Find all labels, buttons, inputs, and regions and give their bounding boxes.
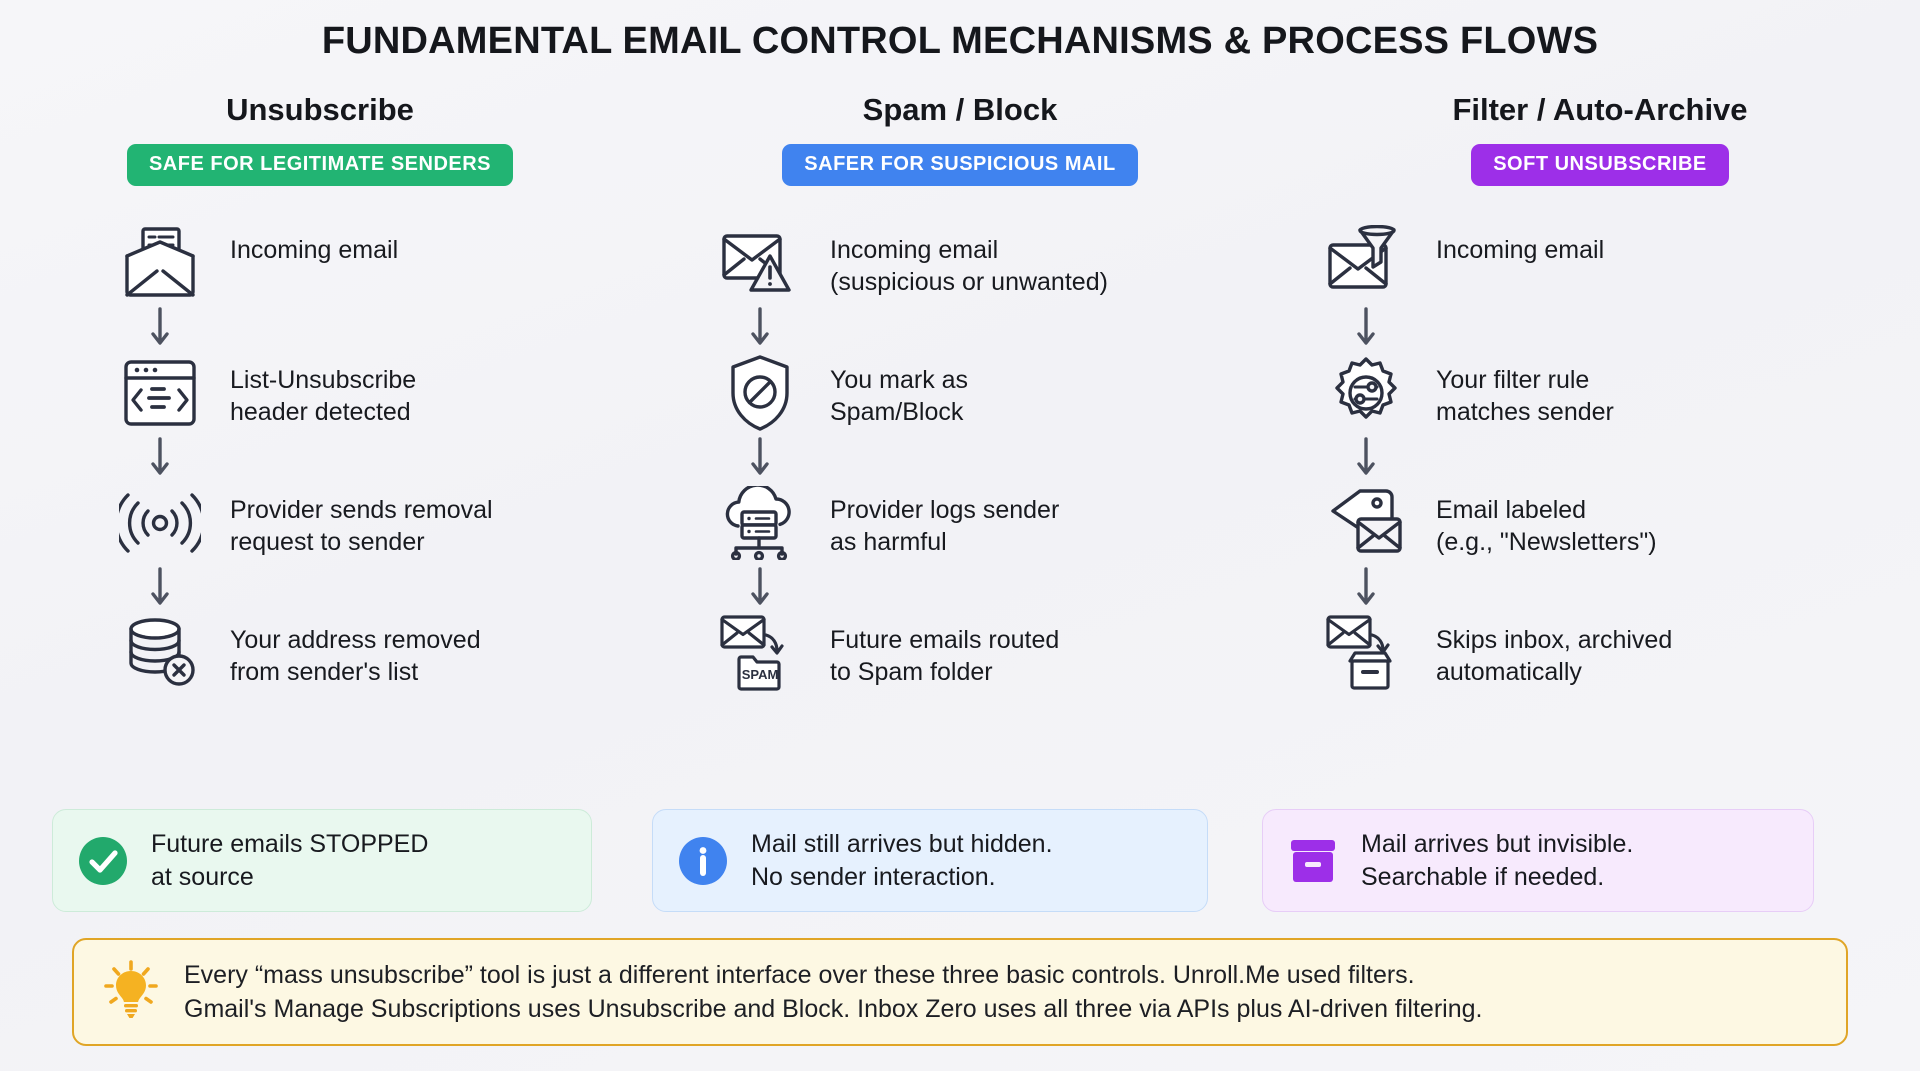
summary-callout-unsubscribe: Future emails STOPPED at source [52, 809, 592, 912]
summary-label: Mail still arrives but hidden. No sender… [751, 830, 1053, 891]
column-title-spam-block: Spam / Block [862, 92, 1058, 127]
step-label: List-Unsubscribe header detected [230, 366, 417, 426]
step-item: Incoming email [1258, 220, 1920, 306]
steps-filter-auto-archive: Incoming email [1280, 220, 1920, 696]
page-title: FUNDAMENTAL EMAIL CONTROL MECHANISMS & P… [321, 20, 1599, 62]
summary-label: Mail arrives but invisible. Searchable i… [1361, 830, 1634, 891]
shield-block-icon [712, 350, 808, 436]
arrow-down-icon [112, 306, 208, 350]
step-label: Incoming email [1436, 236, 1605, 264]
badge-soft-unsubscribe: SOFT UNSUBSCRIBE [1471, 144, 1729, 186]
check-circle-icon [75, 835, 131, 887]
step-item: Incoming email (suspicious or unwanted) [652, 220, 1280, 306]
broadcast-signal-icon [112, 480, 208, 566]
spam-folder-label: SPAM [742, 667, 779, 682]
flow-arrow-row [52, 306, 640, 350]
step-item: Incoming email [52, 220, 640, 306]
step-item: Your filter rule matches sender [1258, 350, 1920, 436]
arrow-down-icon [1318, 306, 1414, 350]
footer-note: Every “mass unsubscribe” tool is just a … [72, 938, 1848, 1046]
gear-sliders-icon [1318, 350, 1414, 436]
tag-envelope-icon [1318, 480, 1414, 566]
summary-callout-spam-block: Mail still arrives but hidden. No sender… [652, 809, 1208, 912]
badge-safer-for-suspicious-mail: SAFER FOR SUSPICIOUS MAIL [782, 144, 1138, 186]
step-item: Provider logs sender as harmful [652, 480, 1280, 566]
envelope-funnel-icon [1318, 220, 1414, 306]
summary-label: Future emails STOPPED at source [151, 830, 429, 891]
flow-arrow-row [52, 566, 640, 610]
arrow-down-icon [1318, 566, 1414, 610]
archive-box-icon [1285, 838, 1341, 884]
step-label: Provider sends removal request to sender [230, 496, 493, 556]
arrow-down-icon [712, 306, 808, 350]
step-item: You mark as Spam/Block [652, 350, 1280, 436]
info-circle-icon [675, 835, 731, 887]
flow-arrow-row [652, 436, 1280, 480]
badge-safe-for-legitimate-senders: SAFE FOR LEGITIMATE SENDERS [126, 144, 514, 186]
step-label: Email labeled (e.g., "Newsletters") [1436, 496, 1657, 556]
step-label: Incoming email (suspicious or unwanted) [830, 236, 1108, 296]
code-window-icon [112, 350, 208, 436]
steps-unsubscribe: Incoming email [0, 220, 640, 696]
steps-spam-block: Incoming email (suspicious or unwanted) [640, 220, 1280, 696]
lightbulb-icon [100, 958, 162, 1027]
flow-arrow-row [1258, 566, 1920, 610]
column-title-unsubscribe: Unsubscribe [226, 92, 414, 127]
step-item: Email labeled (e.g., "Newsletters") [1258, 480, 1920, 566]
arrow-down-icon [712, 436, 808, 480]
step-label: Your address removed from sender's list [230, 626, 481, 686]
arrow-down-icon [712, 566, 808, 610]
flow-arrow-row [652, 306, 1280, 350]
flow-arrow-row [652, 566, 1280, 610]
step-label: Provider logs sender as harmful [830, 496, 1060, 556]
step-item: Provider sends removal request to sender [52, 480, 640, 566]
flow-arrow-row [52, 436, 640, 480]
arrow-down-icon [112, 566, 208, 610]
column-filter-auto-archive: Filter / Auto-Archive SOFT UNSUBSCRIBE [1262, 88, 1920, 918]
step-item: Skips inbox, archived automatically [1258, 610, 1920, 696]
step-label: Your filter rule matches sender [1436, 366, 1614, 426]
step-item: List-Unsubscribe header detected [52, 350, 640, 436]
column-spam-block: Spam / Block SAFER FOR SUSPICIOUS MAIL [640, 88, 1280, 918]
columns-container: Unsubscribe SAFE FOR LEGITIMATE SENDERS [0, 88, 1920, 918]
step-label: You mark as Spam/Block [830, 366, 969, 426]
step-item: SPAM Future emails routed to Spam folder [652, 610, 1280, 696]
footer-note-text: Every “mass unsubscribe” tool is just a … [184, 960, 1483, 1024]
flow-arrow-row [1258, 306, 1920, 350]
step-label: Skips inbox, archived automatically [1436, 626, 1673, 686]
envelope-to-archive-box-icon [1318, 610, 1414, 696]
arrow-down-icon [1318, 436, 1414, 480]
cloud-server-icon [712, 480, 808, 566]
arrow-down-icon [112, 436, 208, 480]
envelope-to-spam-folder-icon: SPAM [712, 610, 808, 696]
summary-callout-filter-auto-archive: Mail arrives but invisible. Searchable i… [1262, 809, 1814, 912]
step-item: Your address removed from sender's list [52, 610, 640, 696]
flow-arrow-row [1258, 436, 1920, 480]
column-title-filter-auto-archive: Filter / Auto-Archive [1452, 92, 1748, 127]
newsletter-envelope-icon [112, 220, 208, 306]
step-label: Future emails routed to Spam folder [830, 626, 1060, 686]
column-unsubscribe: Unsubscribe SAFE FOR LEGITIMATE SENDERS [0, 88, 640, 918]
envelope-warning-icon [712, 220, 808, 306]
database-remove-icon [112, 610, 208, 696]
step-label: Incoming email [230, 236, 399, 264]
